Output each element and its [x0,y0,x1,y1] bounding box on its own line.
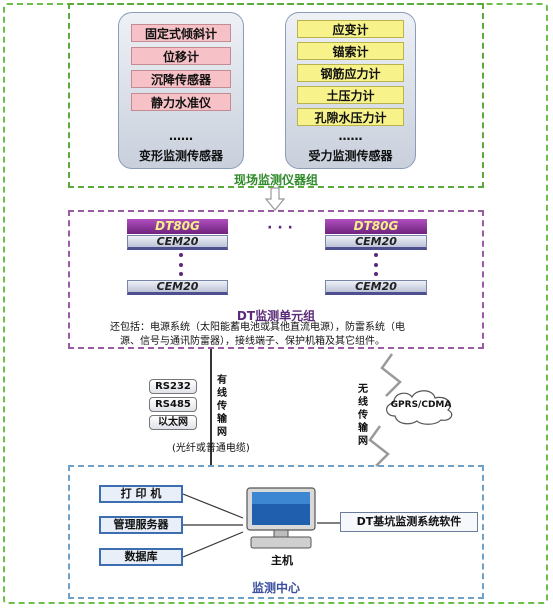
wired-connection-line [210,349,212,466]
deformation-panel-title: 变形监测传感器 [138,149,223,163]
computer-icon [246,487,316,549]
ethernet-protocol: 以太网 [149,415,197,430]
deformation-sensor-item: 位移计 [131,47,231,65]
host-label: 主机 [271,554,293,567]
field-group-title: 现场监测仪器组 [233,173,318,187]
force-ellipsis: …… [338,129,363,143]
monitoring-center [68,465,484,599]
rs232-protocol: RS232 [149,379,197,394]
cem20-module: CEM20 [127,280,228,295]
deformation-sensor-item: 静力水准仪 [131,93,231,111]
horizontal-dots: · · · [267,220,293,236]
management-server-device: 管理服务器 [99,516,183,534]
vertical-dot [179,253,183,257]
dt80g-logger: DT80G [127,219,228,234]
cloud-label: GPRS/CDMA [390,400,452,410]
force-sensor-item: 钢筋应力计 [297,64,404,82]
deformation-sensor-panel: 固定式倾斜计 位移计 沉降传感器 静力水准仪 …… 变形监测传感器 [118,12,244,169]
field-instrument-group [68,3,484,188]
deformation-ellipsis: …… [169,129,193,143]
down-arrow-icon [265,187,285,211]
wireless-network-label: 无线传输网 [358,384,368,447]
vertical-dot [179,263,183,267]
rs485-protocol: RS485 [149,397,197,412]
monitoring-center-title: 监测中心 [251,581,300,595]
dt-group-note-line2: 源、信号与通讯防雷器），接线端子、保护机箱及其它组件。 [120,336,385,347]
force-sensor-panel: 应变计 锚索计 钢筋应力计 土压力计 孔隙水压力计 …… 受力监测传感器 [285,12,416,169]
force-sensor-item: 孔隙水压力计 [297,108,404,126]
deformation-sensor-item: 沉降传感器 [131,70,231,88]
lightning-icon [368,353,402,467]
force-panel-title: 受力监测传感器 [308,149,393,163]
dt80g-logger: DT80G [325,219,427,234]
printer-device: 打 印 机 [99,485,183,503]
database-device: 数据库 [99,548,183,566]
vertical-dot [179,272,183,276]
monitoring-software: DT基坑监测系统软件 [340,512,478,532]
vertical-dot [374,263,378,267]
dt-group-title: DT监测单元组 [236,309,316,323]
cem20-module: CEM20 [127,235,228,250]
cem20-module: CEM20 [325,235,427,250]
cem20-module: CEM20 [325,280,427,295]
cloud-icon [386,390,453,425]
dt-unit-group [68,210,484,349]
dt-group-note-line1: 还包括：电源系统（太阳能蓄电池或其他直流电源），防雷系统（电 [110,322,405,333]
center-connections [183,493,353,558]
cable-note: (光纤或普通电缆) [172,443,250,454]
vertical-dot [374,272,378,276]
wired-network-label: 有线传输网 [217,375,227,438]
force-sensor-item: 应变计 [297,20,404,38]
force-sensor-item: 土压力计 [297,86,404,104]
vertical-dot [374,253,378,257]
force-sensor-item: 锚索计 [297,42,404,60]
deformation-sensor-item: 固定式倾斜计 [131,24,231,42]
